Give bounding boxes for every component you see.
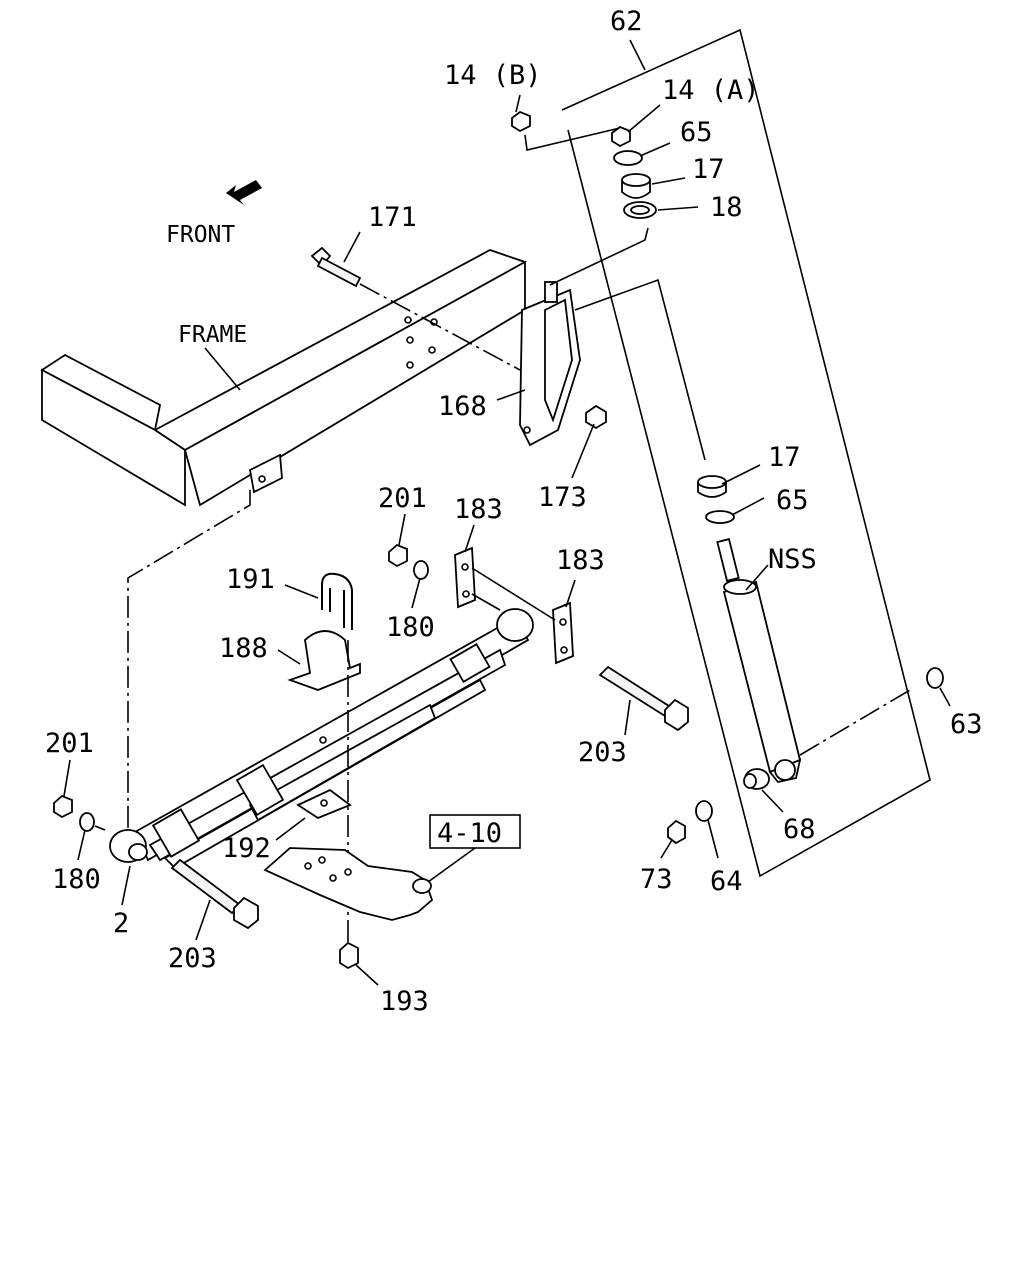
callout-180-right: 180 [386, 612, 435, 643]
callout-192: 192 [222, 833, 271, 864]
callout-188: 188 [219, 633, 268, 664]
washer-65-mid [705, 510, 735, 524]
nut-201-right [388, 543, 408, 568]
callout-171: 171 [368, 202, 417, 233]
frame-rail [40, 249, 528, 507]
bushing-17-top [621, 173, 651, 199]
u-bolt-191 [321, 572, 353, 630]
callout-183-b: 183 [556, 545, 605, 576]
callout-65-top: 65 [680, 117, 713, 148]
callout-68: 68 [783, 814, 816, 845]
nut-201-left [53, 794, 73, 819]
callout-64: 64 [710, 866, 743, 897]
callout-203-right: 203 [578, 737, 627, 768]
callout-17-mid: 17 [768, 442, 801, 473]
callout-14a: 14 (A) [662, 75, 760, 106]
bolt-203-right [598, 665, 689, 732]
shock-absorber-nss [716, 538, 802, 784]
callout-18: 18 [710, 192, 743, 223]
callout-201-left: 201 [45, 728, 94, 759]
frame-label: FRAME [178, 322, 247, 348]
washer-18 [623, 201, 657, 219]
callout-203-left: 203 [168, 943, 217, 974]
washer-180-left [79, 812, 95, 832]
nut-14b [511, 110, 531, 133]
callout-168: 168 [438, 391, 487, 422]
callout-nss: NSS [768, 544, 817, 575]
plate-192 [296, 788, 352, 820]
callout-65-mid: 65 [776, 485, 809, 516]
shock-bracket-168 [519, 281, 581, 447]
washer-63 [926, 667, 944, 689]
callout-201-right: 201 [378, 483, 427, 514]
nut-193 [339, 941, 359, 970]
assembly-62-outline [561, 28, 931, 878]
nut-173 [585, 404, 607, 430]
callout-14b: 14 (B) [444, 60, 542, 91]
callout-173: 173 [538, 482, 587, 513]
callout-180-left: 180 [52, 864, 101, 895]
front-label: FRONT [166, 222, 235, 248]
bolt-171 [310, 246, 362, 288]
shackle-183-b [552, 601, 574, 665]
leader-lines [63, 94, 951, 986]
shackle-183-a [454, 546, 476, 609]
callout-labels: 62 14 (B) 14 (A) 65 17 18 171 168 173 17… [45, 6, 983, 1017]
bolt-203-left [170, 858, 259, 930]
axle-bracket-4-10 [263, 847, 434, 921]
front-arrow-icon [226, 180, 262, 205]
callout-4-10: 4-10 [437, 818, 502, 849]
washer-65-top [613, 150, 643, 166]
callout-2: 2 [113, 908, 129, 939]
leaf-spring-2 [109, 608, 534, 870]
callout-63: 63 [950, 709, 983, 740]
callout-183-a: 183 [454, 494, 503, 525]
callout-191: 191 [226, 564, 275, 595]
washer-180-right [413, 560, 429, 580]
washer-64 [695, 800, 713, 822]
callout-17-top: 17 [692, 154, 725, 185]
callout-62: 62 [610, 6, 643, 37]
bushing-17-mid [697, 475, 727, 498]
callout-193: 193 [380, 986, 429, 1017]
callout-73: 73 [640, 864, 673, 895]
nut-14a [611, 125, 631, 148]
spring-seat-188 [287, 630, 361, 691]
bushing-68 [743, 768, 770, 790]
nut-73 [667, 819, 686, 845]
